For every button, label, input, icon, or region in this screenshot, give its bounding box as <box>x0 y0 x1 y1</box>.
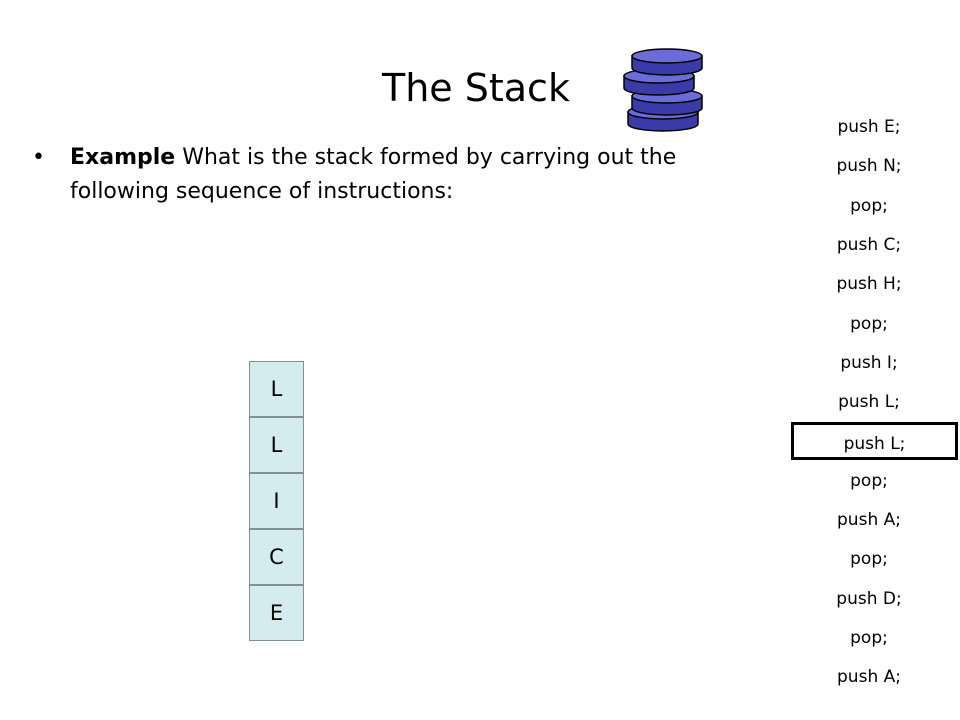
stack-cell: E <box>249 585 304 641</box>
instruction-item: push A; <box>837 667 901 688</box>
stack-cell: L <box>249 361 304 417</box>
instruction-item: push L; <box>838 392 900 413</box>
instruction-item: pop; <box>850 627 888 648</box>
instruction-item: push D; <box>836 588 902 609</box>
stack-cell: L <box>249 417 304 473</box>
instruction-item: pop; <box>850 195 888 216</box>
current-instruction: push L; <box>791 422 958 461</box>
instruction-item: pop; <box>850 470 888 491</box>
bullet-marker: • <box>32 145 45 170</box>
instruction-item: push E; <box>837 117 901 137</box>
instruction-item: pop; <box>850 313 888 334</box>
bullet-text-block: Example What is the stack formed by carr… <box>70 141 730 209</box>
bullet-bold-label: Example <box>70 145 176 170</box>
instruction-item: push N; <box>836 156 902 177</box>
instruction-item: push H; <box>836 274 902 295</box>
stack-cell: I <box>249 473 304 529</box>
instruction-item: push A; <box>837 510 901 530</box>
instruction-item: pop; <box>850 549 888 570</box>
stack-of-discs-icon <box>623 48 703 132</box>
instruction-item: push I; <box>840 352 898 373</box>
slide-title: The Stack <box>382 66 570 110</box>
instruction-item: push C; <box>836 234 902 255</box>
stack-cell: C <box>249 529 304 585</box>
bullet-body: What is the stack formed by carrying out… <box>70 145 677 204</box>
